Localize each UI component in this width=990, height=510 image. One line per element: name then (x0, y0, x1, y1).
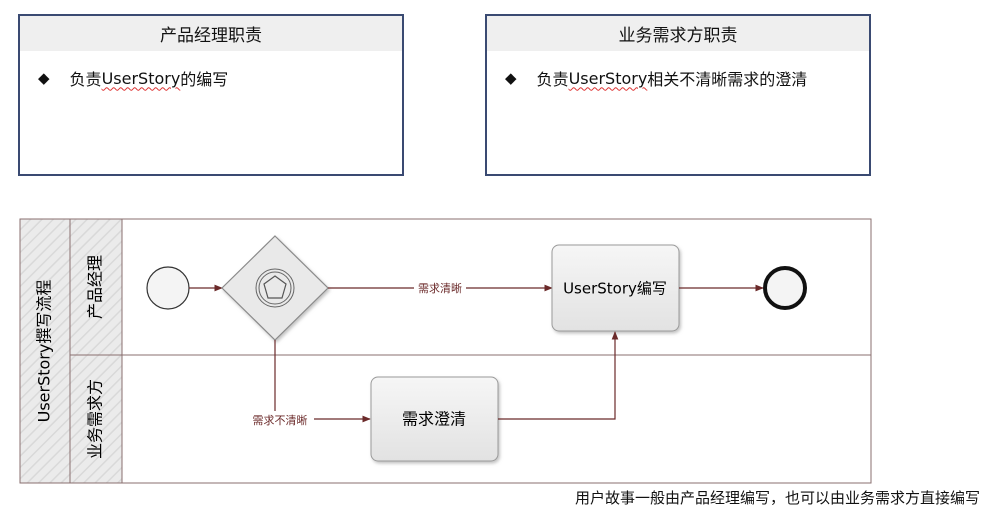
footnote: 用户故事一般由产品经理编写，也可以由业务需求方直接编写 (574, 489, 980, 507)
lane-label-business: 业务需求方 (86, 379, 105, 459)
flow-unclear-label-bg (246, 411, 314, 429)
pentagon-icon (263, 275, 287, 299)
business-card-title: 业务需求方职责 (487, 16, 869, 51)
lane-header-pm (69, 218, 123, 356)
end-event (763, 266, 807, 310)
flow-clear-label-bg (414, 279, 466, 297)
pm-bullet-prefix: 负责 (69, 70, 102, 89)
business-bullet-prefix: 负责 (536, 70, 569, 89)
flow-clarify-to-write (498, 331, 619, 420)
start-event (146, 266, 190, 310)
gateway (221, 235, 329, 341)
diamond-bullet-icon: ◆ (505, 69, 517, 87)
flow-clear-label: 需求清晰 (418, 282, 462, 295)
task-clarify-label: 需求澄清 (402, 410, 466, 429)
task-write-label: UserStory编写 (563, 280, 667, 298)
pm-card-title: 产品经理职责 (20, 16, 402, 51)
lane-header-business (69, 354, 123, 484)
business-bullet-highlight: UserStory (568, 68, 648, 88)
business-bullet-suffix: 相关不清晰需求的澄清 (647, 70, 808, 89)
pool-title: UserStory撰写流程 (35, 280, 54, 423)
pm-bullet-suffix: 的编写 (180, 70, 229, 89)
flow-unclear-label: 需求不清晰 (253, 414, 308, 427)
lane-label-pm: 产品经理 (86, 255, 105, 319)
diamond-bullet-icon: ◆ (38, 69, 50, 87)
pm-bullet-highlight: UserStory (101, 68, 181, 88)
